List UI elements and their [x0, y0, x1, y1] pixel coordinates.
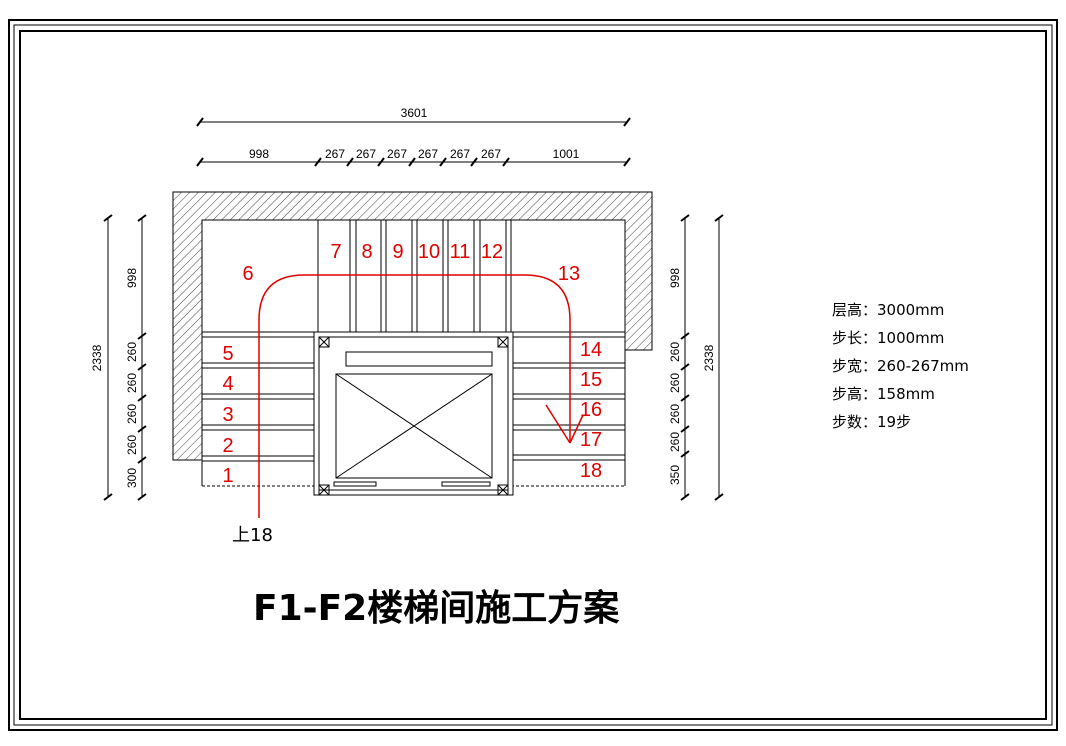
dim-right-seg-1: 998	[668, 268, 682, 288]
step-15: 15	[580, 369, 602, 391]
dim-left-seg-4: 260	[125, 404, 139, 424]
dim-left-seg-5: 260	[125, 435, 139, 455]
sheet-frame	[8, 19, 1058, 731]
dim-right-seg-4: 260	[668, 404, 682, 424]
dim-right-seg-2: 260	[668, 342, 682, 362]
step-6: 6	[242, 263, 253, 285]
dim-left-seg-2: 260	[125, 342, 139, 362]
left-treads	[201, 331, 318, 487]
dim-top-seg-4: 267	[387, 147, 407, 161]
step-9: 9	[392, 241, 403, 263]
dim-top-seg-2: 267	[325, 147, 345, 161]
dim-top-seg-1: 998	[249, 147, 269, 161]
dim-top-total: 3601	[401, 106, 428, 120]
elevator-shaft	[313, 331, 514, 496]
step-18: 18	[580, 460, 602, 482]
step-11: 11	[450, 241, 471, 263]
step-numbers: 1 2 3 4 5 6 7 8 9 10 11 12 13 14 15 16 1…	[222, 241, 602, 487]
step-14: 14	[580, 339, 602, 361]
up-direction-label: 上18	[232, 525, 273, 546]
spec-step-height: 步高：158mm	[832, 385, 935, 403]
dim-top-seg-6: 267	[450, 147, 470, 161]
dim-right-total: 2338	[702, 344, 716, 371]
dim-left-seg-3: 260	[125, 373, 139, 393]
step-13: 13	[558, 263, 580, 285]
drawing-title: F1-F2楼梯间施工方案	[253, 588, 620, 629]
step-3: 3	[222, 404, 233, 426]
step-16: 16	[580, 399, 602, 421]
step-17: 17	[580, 429, 602, 451]
step-8: 8	[361, 241, 372, 263]
walking-path	[258, 274, 584, 518]
right-treads	[511, 331, 626, 487]
dim-left-seg-6: 300	[125, 468, 139, 488]
dim-top-seg-5: 267	[418, 147, 438, 161]
spec-floor-height: 层高：3000mm	[832, 301, 944, 319]
spec-list: 层高：3000mm 步长：1000mm 步宽：260-267mm 步高：158m…	[832, 301, 969, 431]
spec-step-width: 步宽：260-267mm	[832, 357, 969, 375]
dim-right-seg-3: 260	[668, 373, 682, 393]
left-dimensions	[103, 214, 147, 501]
dim-top-seg-3: 267	[356, 147, 376, 161]
dim-left-seg-1: 998	[125, 268, 139, 288]
dim-right-seg-5: 260	[668, 432, 682, 452]
step-7: 7	[330, 241, 341, 263]
dim-top-seg-7: 267	[481, 147, 501, 161]
dim-right-seg-6: 350	[668, 465, 682, 485]
step-10: 10	[418, 241, 440, 263]
spec-step-count: 步数：19步	[832, 413, 911, 431]
step-12: 12	[481, 241, 503, 263]
top-treads	[201, 219, 626, 333]
step-4: 4	[222, 373, 233, 395]
right-dimensions	[680, 214, 724, 501]
step-2: 2	[222, 435, 233, 457]
top-dimensions	[196, 117, 631, 167]
dim-top-seg-8: 1001	[553, 147, 580, 161]
spec-step-length: 步长：1000mm	[832, 329, 944, 347]
step-1: 1	[222, 465, 233, 487]
step-5: 5	[222, 343, 233, 365]
dim-left-total: 2338	[90, 344, 104, 371]
